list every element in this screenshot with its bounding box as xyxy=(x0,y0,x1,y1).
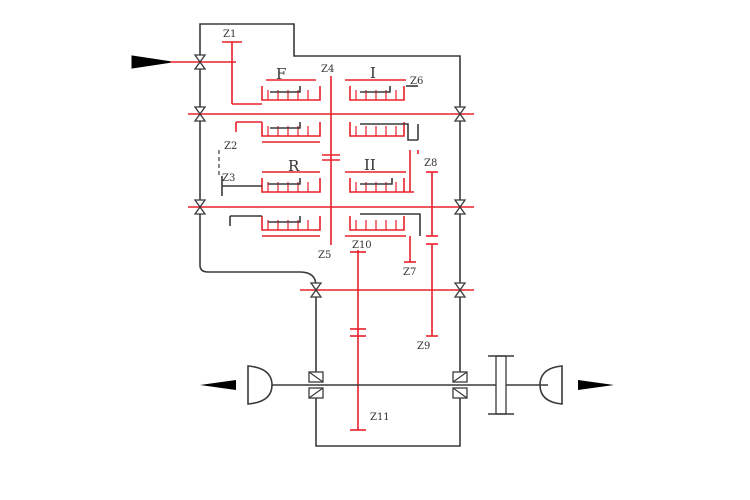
label-i: I xyxy=(370,64,376,82)
housing-bottom xyxy=(315,392,461,447)
housing-left-wall xyxy=(199,60,317,382)
label-z1: Z1 xyxy=(223,29,236,40)
right-wheel xyxy=(539,365,563,405)
gear-group-i xyxy=(345,79,419,141)
axle-bearing-left xyxy=(308,371,324,399)
label-z3: Z3 xyxy=(222,173,235,184)
label-z8: Z8 xyxy=(424,158,437,169)
label-z10: Z10 xyxy=(352,240,372,251)
label-z11: Z11 xyxy=(370,412,390,423)
gear-group-ii xyxy=(345,150,421,237)
label-r: R xyxy=(288,157,300,175)
label-z4: Z4 xyxy=(321,64,334,75)
label-z6: Z6 xyxy=(410,76,423,87)
label-ii: II xyxy=(364,156,376,174)
gear-group-r xyxy=(221,171,321,237)
left-wheel xyxy=(247,365,273,405)
output-arrow-right xyxy=(578,380,614,390)
brake-disc xyxy=(488,355,514,415)
axle-bearing-right xyxy=(452,371,468,399)
label-z5: Z5 xyxy=(318,250,331,261)
label-f: F xyxy=(276,65,286,83)
label-z9: Z9 xyxy=(417,341,430,352)
label-z7: Z7 xyxy=(403,267,416,278)
output-arrow-left xyxy=(200,380,236,390)
label-z2: Z2 xyxy=(224,141,237,152)
gear-group-f xyxy=(235,79,321,143)
